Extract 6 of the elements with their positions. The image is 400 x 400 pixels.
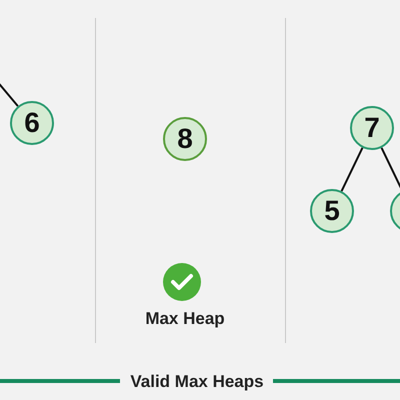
heap-node: 7 (350, 106, 394, 150)
heap-caption: Max Heap (144, 308, 226, 330)
section-title: Valid Max Heaps (129, 371, 265, 393)
heap-node: 8 (163, 117, 207, 161)
heap-node: 5 (310, 189, 354, 233)
heap-node: 6 (10, 101, 54, 145)
